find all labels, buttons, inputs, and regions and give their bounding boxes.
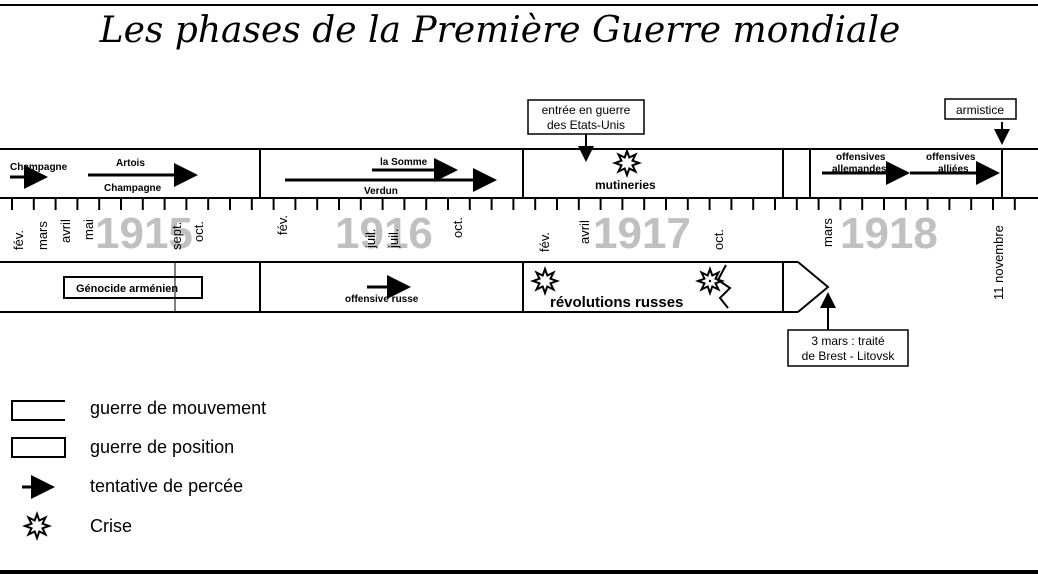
bottom-band-end-arrow — [797, 261, 830, 313]
event-label: révolutions russes — [550, 294, 683, 311]
legend-icons — [11, 400, 66, 541]
month-label: juil. — [386, 228, 401, 249]
svg-text:de Brest - Litovsk: de Brest - Litovsk — [802, 349, 896, 363]
event-label: Champagne — [10, 162, 68, 173]
year-label: 1918 — [840, 209, 938, 258]
event-label: Artois — [116, 158, 145, 169]
month-label: fév. — [537, 232, 552, 252]
legend-label: Crise — [90, 516, 133, 536]
event-label: Champagne — [104, 183, 162, 194]
event-label: allemandes — [832, 164, 887, 175]
genocide-box — [63, 276, 203, 299]
svg-text:entrée en guerre: entrée en guerre — [542, 103, 631, 117]
month-label: fév. — [11, 230, 26, 250]
month-label: avril — [58, 219, 73, 243]
event-label: la Somme — [380, 157, 428, 168]
year-label: 1917 — [593, 209, 691, 258]
closed-box-icon — [11, 437, 66, 458]
svg-text:armistice: armistice — [956, 103, 1004, 117]
event-label: offensives — [926, 152, 976, 163]
legend-label: guerre de mouvement — [90, 398, 267, 418]
year-separators — [174, 149, 1003, 312]
star-burst-icon — [22, 511, 52, 541]
event-label: alliées — [938, 164, 969, 175]
event-label: Génocide arménien — [76, 283, 178, 295]
event-label: offensive russe — [345, 294, 419, 305]
star-burst-icon — [530, 266, 560, 296]
crisis-stars — [530, 148, 725, 296]
crisis-zigzag — [716, 264, 732, 309]
month-labels: fév. mars avril mai sept. oct. fév. juil… — [11, 215, 1006, 300]
month-label: oct. — [711, 229, 726, 250]
year-label: 1915 — [95, 209, 193, 258]
callout-etats-unis: entrée en guerre des Etats-Unis — [527, 99, 645, 162]
year-watermarks: 1915 1916 1917 1918 — [95, 209, 938, 258]
svg-text:3 mars : traité: 3 mars : traité — [811, 334, 885, 348]
month-label: sept. — [169, 222, 184, 250]
month-label: avril — [577, 220, 592, 244]
page-title: Les phases de la Première Guerre mondial… — [99, 10, 901, 51]
month-label: mai — [81, 219, 96, 240]
callout-brest-litovsk: 3 mars : traité de Brest - Litovsk — [787, 292, 909, 367]
month-ticks — [11, 198, 1016, 210]
star-burst-icon — [612, 148, 642, 178]
month-label: oct. — [191, 221, 206, 242]
month-label: juil. — [363, 228, 378, 249]
legend-label: guerre de position — [90, 437, 235, 457]
callout-armistice: armistice — [944, 98, 1017, 145]
month-label: mars — [820, 218, 835, 247]
open-box-icon — [11, 400, 65, 421]
svg-text:des Etats-Unis: des Etats-Unis — [547, 118, 625, 132]
top-events: Champagne Artois Champagne la Somme Verd… — [10, 152, 1000, 197]
month-label: oct. — [450, 217, 465, 238]
year-label: 1916 — [335, 209, 433, 258]
month-label: fév. — [275, 215, 290, 235]
event-label: offensives — [836, 152, 886, 163]
star-burst-icon — [695, 266, 725, 296]
month-label: mars — [35, 221, 50, 250]
month-label: 11 novembre — [991, 225, 1006, 300]
event-label: mutineries — [595, 178, 656, 192]
event-label: Verdun — [364, 186, 398, 197]
legend-label: tentative de percée — [90, 476, 244, 496]
